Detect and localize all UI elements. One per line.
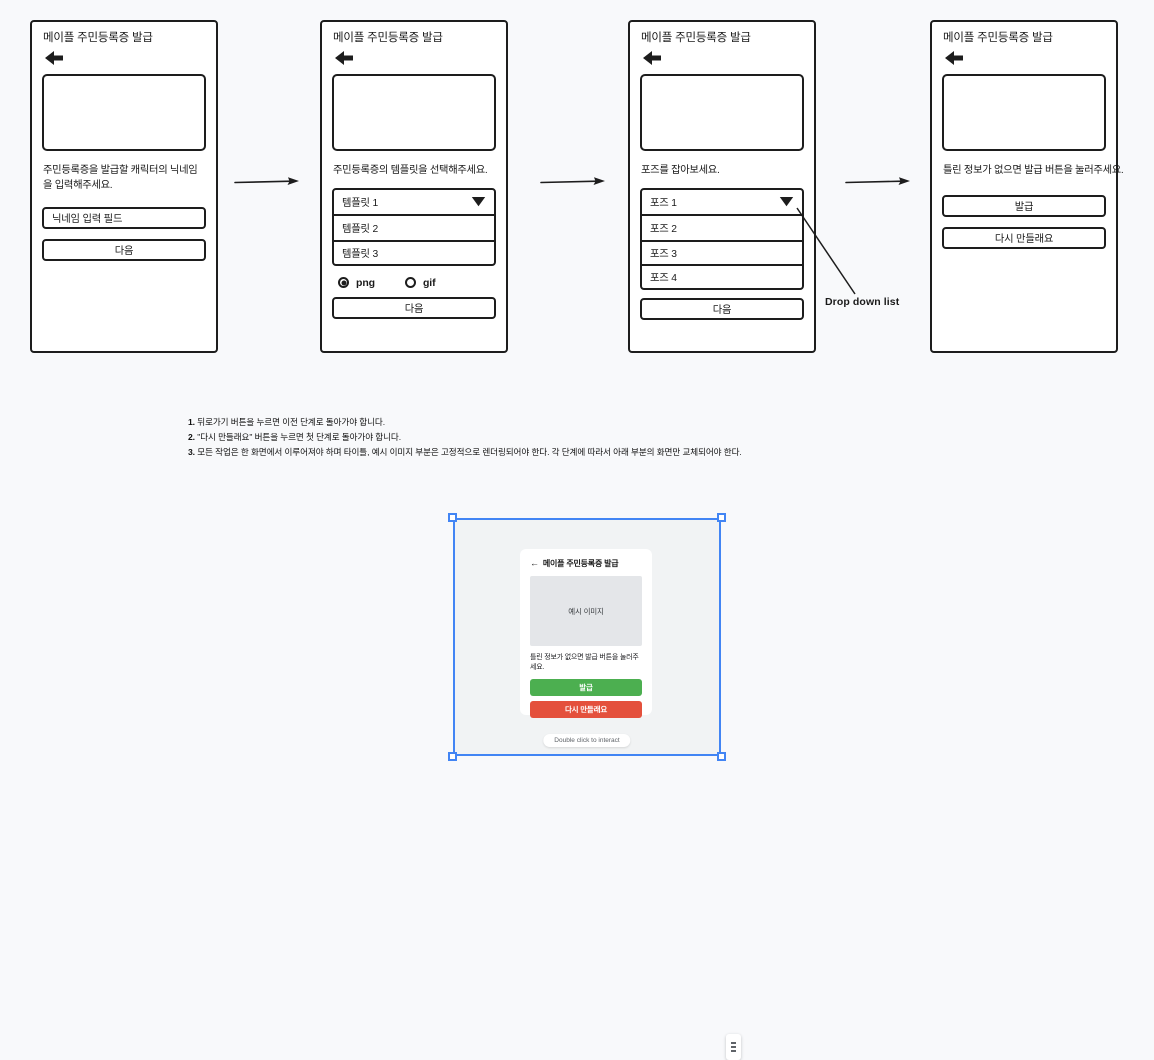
more-vertical-icon[interactable] (726, 1034, 741, 1060)
remake-button[interactable]: 다시 만들래요 (942, 226, 1106, 249)
dropdown-option-label: 포즈 2 (650, 224, 677, 236)
note-item: 1. 뒤로가기 버튼을 누르면 이전 단계로 돌아가야 합니다. (188, 415, 742, 430)
dropdown-option-label: 포즈 3 (650, 249, 677, 261)
dropdown-option-label: 템플릿 2 (342, 224, 379, 236)
kebab-dot (731, 1042, 736, 1044)
next-button[interactable]: 다음 (42, 238, 206, 261)
dropdown-divider (334, 213, 494, 216)
resize-handle-top-right[interactable] (717, 513, 726, 522)
preview-remake-label: 다시 만들래요 (564, 705, 608, 715)
step-prompt: 틀린 정보가 없으면 발급 버튼을 눌러주세요. (943, 164, 1124, 176)
annotation-label: Drop down list (825, 296, 900, 308)
note-number: 2. (188, 432, 195, 443)
embedded-preview-selection[interactable]: ← 메이플 주민등록증 발급 예시 이미지 틀린 정보가 없으면 발급 버튼을 … (448, 513, 741, 1060)
example-image-placeholder (942, 73, 1106, 151)
note-item: 2. "다시 만들래요" 버튼을 누르면 첫 단계로 돌아가야 합니다. (188, 430, 742, 445)
requirement-notes: 1. 뒤로가기 버튼을 누르면 이전 단계로 돌아가야 합니다. 2. "다시 … (188, 415, 742, 460)
note-text: "다시 만들래요" 버튼을 누르면 첫 단계로 돌아가야 합니다. (197, 432, 402, 443)
app-preview-card: ← 메이플 주민등록증 발급 예시 이미지 틀린 정보가 없으면 발급 버튼을 … (520, 549, 652, 719)
note-item: 3. 모든 작업은 한 화면에서 이루어져야 하며 타이틀, 예시 이미지 부분… (188, 445, 742, 460)
dropdown-option-label: 포즈 4 (650, 273, 677, 285)
page-title: 메이플 주민등록증 발급 (43, 32, 153, 44)
radio-label-gif: gif (422, 276, 436, 289)
resize-handle-bottom-right[interactable] (717, 752, 726, 761)
back-arrow-icon[interactable] (43, 48, 65, 68)
resize-handle-top-left[interactable] (448, 513, 457, 522)
radio-option-gif[interactable]: gif (404, 276, 436, 289)
radio-icon-selected[interactable] (338, 277, 349, 289)
example-image-placeholder (332, 73, 496, 151)
dropdown-option[interactable]: 템플릿 3 (334, 239, 494, 264)
issue-button-label: 발급 (1014, 202, 1034, 214)
remake-button-label: 다시 만들래요 (994, 234, 1054, 246)
kebab-dot (731, 1046, 736, 1048)
back-arrow-icon[interactable]: ← (530, 558, 539, 568)
radio-icon-unselected[interactable] (404, 277, 416, 289)
next-button-label: 다음 (114, 246, 134, 258)
next-button-label: 다음 (404, 304, 424, 316)
chevron-down-icon[interactable] (471, 196, 486, 207)
preview-instruction: 틀린 정보가 없으면 발급 버튼을 눌러주세요. (530, 654, 639, 672)
example-image-placeholder (640, 73, 804, 151)
dropdown-option[interactable]: 포즈 2 (642, 216, 802, 240)
note-number: 1. (188, 417, 195, 427)
back-arrow-icon[interactable] (333, 48, 355, 68)
dropdown-selected-row[interactable]: 포즈 1 (642, 190, 802, 214)
dropdown-selected-row[interactable]: 템플릿 1 (334, 190, 494, 214)
dropdown-divider (642, 213, 802, 216)
note-number: 3. (188, 447, 195, 458)
annotation-leader-line (796, 207, 856, 295)
next-button[interactable]: 다음 (640, 297, 804, 320)
wireframe-step-2: 메이플 주민등록증 발급 주민등록증의 템플릿을 선택해주세요. 템플릿 1 템… (320, 20, 508, 353)
step-prompt: 주민등록증을 발급할 캐릭터의 닉네임을 입력해주세요. (43, 164, 198, 191)
issue-button[interactable]: 발급 (942, 194, 1106, 217)
page-title: 메이플 주민등록증 발급 (641, 32, 751, 44)
radio-option-png[interactable]: png (338, 277, 375, 289)
wireframe-step-1: 메이플 주민등록증 발급 주민등록증을 발급할 캐릭터의 닉네임을 입력해주세요… (30, 20, 218, 353)
page-title: 메이플 주민등록증 발급 (333, 32, 443, 44)
note-text: 모든 작업은 한 화면에서 이루어져야 하며 타이틀, 예시 이미지 부분은 고… (197, 447, 742, 458)
nickname-input[interactable]: 닉네임 입력 필드 (42, 206, 206, 229)
radio-label-png: png (356, 276, 375, 289)
dropdown-option[interactable]: 포즈 3 (642, 239, 802, 264)
back-arrow-icon[interactable] (943, 48, 965, 68)
resize-handle-bottom-left[interactable] (448, 752, 457, 761)
pose-dropdown[interactable]: 포즈 1 포즈 2 포즈 3 포즈 4 (640, 187, 804, 290)
flow-arrow-icon (845, 177, 910, 185)
wireframe-step-3: 메이플 주민등록증 발급 포즈를 잡아보세요. 포즈 1 포즈 2 포즈 3 포 (628, 20, 816, 353)
next-button[interactable]: 다음 (332, 296, 496, 319)
back-arrow-icon[interactable] (641, 48, 663, 68)
chevron-down-icon[interactable] (779, 196, 794, 207)
step-prompt: 포즈를 잡아보세요. (641, 164, 720, 176)
dropdown-option[interactable]: 템플릿 2 (334, 216, 494, 240)
preview-image-placeholder: 예시 이미지 (530, 576, 642, 646)
dropdown-selected-label: 템플릿 1 (342, 198, 379, 210)
flow-arrow-icon (234, 177, 299, 185)
kebab-dot (731, 1050, 736, 1052)
example-image-placeholder (42, 73, 206, 151)
page-title: 메이플 주민등록증 발급 (943, 32, 1053, 44)
preview-header: ← 메이플 주민등록증 발급 (530, 558, 642, 569)
note-text: 뒤로가기 버튼을 누르면 이전 단계로 돌아가야 합니다. (197, 417, 386, 427)
preview-image-label: 예시 이미지 (568, 606, 604, 616)
next-button-label: 다음 (712, 305, 732, 317)
nickname-input-placeholder: 닉네임 입력 필드 (52, 214, 123, 226)
wireframe-canvas: 메이플 주민등록증 발급 주민등록증을 발급할 캐릭터의 닉네임을 입력해주세요… (0, 0, 1154, 778)
preview-issue-label: 발급 (579, 683, 593, 693)
double-click-hint: Double click to interact (543, 734, 631, 747)
format-radio-group: png gif (338, 277, 496, 289)
preview-remake-button[interactable]: 다시 만들래요 (530, 701, 642, 719)
step-prompt: 주민등록증의 템플릿을 선택해주세요. (333, 164, 488, 176)
template-dropdown[interactable]: 템플릿 1 템플릿 2 템플릿 3 (332, 187, 496, 266)
preview-title: 메이플 주민등록증 발급 (542, 559, 619, 568)
flow-arrow-icon (540, 177, 605, 185)
dropdown-option[interactable]: 포즈 4 (642, 263, 802, 288)
dropdown-option-label: 템플릿 3 (342, 249, 379, 261)
dropdown-selected-label: 포즈 1 (650, 198, 677, 210)
preview-issue-button[interactable]: 발급 (530, 679, 642, 697)
wireframe-step-4: 메이플 주민등록증 발급 틀린 정보가 없으면 발급 버튼을 눌러주세요. 발급… (930, 20, 1124, 353)
